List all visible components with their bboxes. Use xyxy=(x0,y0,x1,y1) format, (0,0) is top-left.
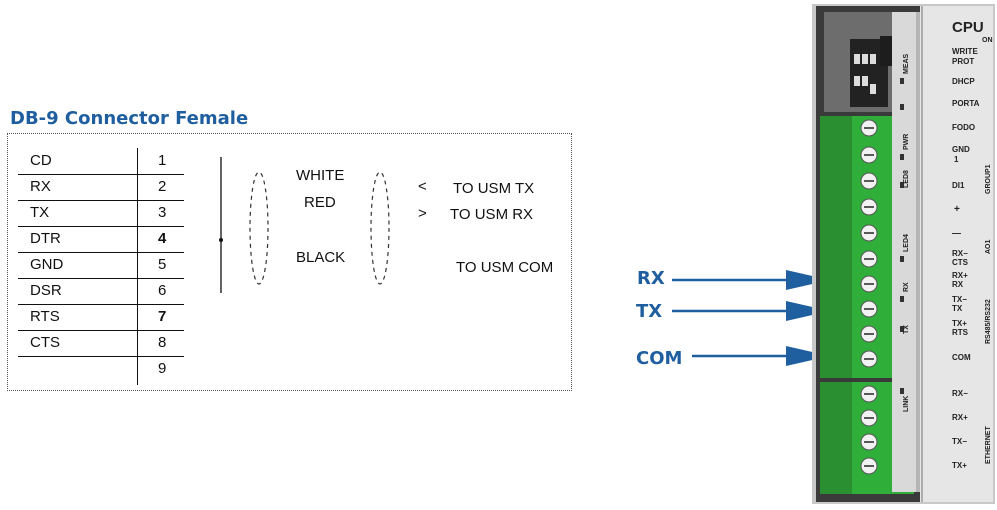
pin-row: RTS 7 xyxy=(18,304,184,331)
write-label: WRITE xyxy=(952,47,978,56)
pin-row: DSR 6 xyxy=(18,278,184,305)
to-usm-com-label: TO USM COM xyxy=(456,259,554,276)
module-label-panel xyxy=(920,6,993,502)
pin-number: 9 xyxy=(158,360,167,377)
pin-row: RX 2 xyxy=(18,174,184,201)
led4-label: LED4 xyxy=(903,234,910,252)
greater-than-symbol: > xyxy=(418,205,427,222)
di1-label: DI1 xyxy=(952,181,965,190)
pin-number: 1 xyxy=(158,152,167,169)
rs485-label: RS485/RS232 xyxy=(985,299,992,344)
tx-led-label: TX xyxy=(903,325,910,334)
tx-label: TX xyxy=(952,304,963,313)
meas-led-label: MEAS xyxy=(903,53,910,74)
pin-number: 4 xyxy=(158,230,167,247)
pin-column-divider xyxy=(137,148,138,385)
tx-arrow-label: TX xyxy=(636,301,663,322)
pin-number: 6 xyxy=(158,282,167,299)
wire-black-label: BLACK xyxy=(296,249,346,266)
cts-label: CTS xyxy=(952,258,969,267)
pin-row: 9 xyxy=(18,356,184,382)
pin-signal: RX xyxy=(30,178,51,195)
cpu-label: CPU xyxy=(952,19,984,36)
pin-signal: DSR xyxy=(30,282,62,299)
gnd-one-label: 1 xyxy=(954,155,959,164)
pin-signal: RTS xyxy=(30,308,60,325)
pin-row: CD 1 xyxy=(18,148,184,175)
cable-ellipse-right xyxy=(370,171,390,285)
junction-dot xyxy=(219,238,223,242)
tx-minus-label: TX− xyxy=(952,295,967,304)
cable-ellipse-left xyxy=(249,171,269,285)
dhcp-label: DHCP xyxy=(952,77,975,86)
minus-label: — xyxy=(952,228,961,238)
pin-number: 3 xyxy=(158,204,167,221)
plus-label: + xyxy=(954,204,960,215)
gnd-label: GND xyxy=(952,145,970,154)
less-than-symbol: < xyxy=(418,178,427,195)
wire-white-label: WHITE xyxy=(296,167,345,184)
eth-tx-plus-label: TX+ xyxy=(952,461,967,470)
com-label: COM xyxy=(952,353,971,362)
com-arrowhead xyxy=(786,346,830,366)
com-arrow-label: COM xyxy=(636,348,683,369)
pin-row: GND 5 xyxy=(18,252,184,279)
rx-arrowhead xyxy=(786,270,830,290)
wire-red-label: RED xyxy=(304,194,336,211)
pin-signal: TX xyxy=(30,204,50,221)
eth-tx-minus-label: TX− xyxy=(952,437,967,446)
porta-label: PORTA xyxy=(952,99,980,108)
rx-led-label: RX xyxy=(903,282,910,292)
ao1-label: AO1 xyxy=(985,240,992,255)
cpu-module: MEAS PWR LED8 LED4 RX TX LINK CPU ON WRI… xyxy=(812,4,995,504)
db9-pinout-box xyxy=(7,133,572,391)
link-led-label: LINK xyxy=(903,396,910,412)
rx-label: RX xyxy=(952,280,964,289)
pin-signal: DTR xyxy=(30,230,61,247)
pin-number: 5 xyxy=(158,256,167,273)
rts-label: RTS xyxy=(952,328,969,337)
pin-signal: GND xyxy=(30,256,64,273)
pin-signal: CTS xyxy=(30,334,60,351)
pin-signal: CD xyxy=(30,152,52,169)
tx-plus-label: TX+ xyxy=(952,319,967,328)
rx-arrow-label: RX xyxy=(637,268,665,289)
pin-row: TX 3 xyxy=(18,200,184,227)
rx-plus-label: RX+ xyxy=(952,271,968,280)
pwr-led-label: PWR xyxy=(903,134,910,150)
to-usm-tx-label: TO USM TX xyxy=(453,180,535,197)
pin-row: CTS 8 xyxy=(18,330,184,357)
group1-label: GROUP1 xyxy=(985,164,992,194)
rx-minus-label: RX− xyxy=(952,249,968,258)
connector-title: DB-9 Connector Female xyxy=(10,108,249,129)
pin-number: 7 xyxy=(158,308,167,325)
fodo-label: FODO xyxy=(952,123,975,132)
pin-row: DTR 4 xyxy=(18,226,184,253)
led8-label: LED8 xyxy=(903,170,910,188)
pin-number: 8 xyxy=(158,334,167,351)
to-usm-rx-label: TO USM RX xyxy=(450,206,534,223)
tx-arrowhead xyxy=(786,301,830,321)
pin-number: 2 xyxy=(158,178,167,195)
prot-label: PROT xyxy=(952,57,974,66)
eth-rx-plus-label: RX+ xyxy=(952,413,968,422)
on-label: ON xyxy=(982,37,993,44)
eth-rx-minus-label: RX− xyxy=(952,389,968,398)
ethernet-label: ETHERNET xyxy=(985,426,992,464)
